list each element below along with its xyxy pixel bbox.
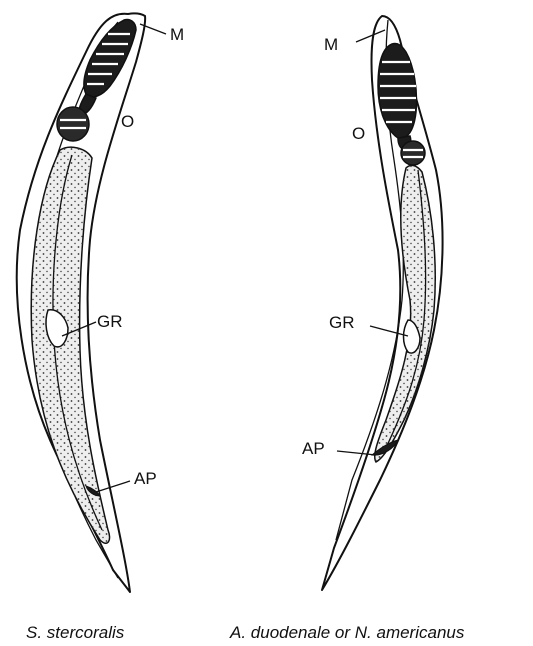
right-label-esophagus: O xyxy=(352,124,365,143)
left-label-anal-pore: AP xyxy=(134,469,157,488)
left-esophageal-bulb xyxy=(57,107,89,141)
right-caption: A. duodenale or N. americanus xyxy=(229,623,465,642)
left-larva: M O GR AP xyxy=(17,13,184,592)
right-esophageal-bulb xyxy=(401,141,425,165)
right-label-genital-rudiment: GR xyxy=(329,313,355,332)
left-label-mouth: M xyxy=(170,25,184,44)
right-label-mouth: M xyxy=(324,35,338,54)
right-larva: M O GR AP xyxy=(302,16,443,590)
left-caption: S. stercoralis xyxy=(26,623,125,642)
left-label-esophagus: O xyxy=(121,112,134,131)
right-label-anal-pore: AP xyxy=(302,439,325,458)
left-label-genital-rudiment: GR xyxy=(97,312,123,331)
